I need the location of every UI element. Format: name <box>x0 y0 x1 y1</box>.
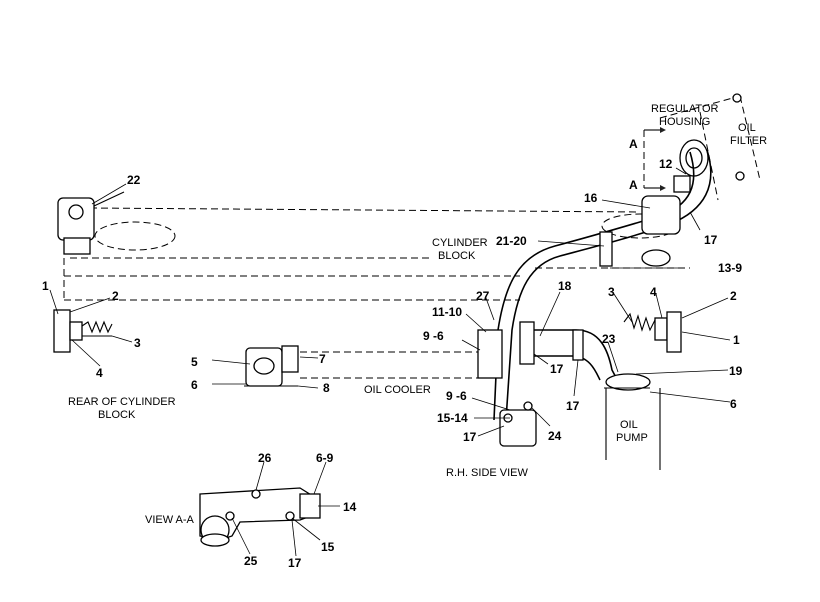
callout-22: 22 <box>127 173 141 187</box>
callout-16: 16 <box>584 191 598 205</box>
callout-6-right: 6 <box>730 397 737 411</box>
main-oil-pipe <box>493 149 712 421</box>
regulator-housing-label-1: REGULATOR <box>651 103 718 115</box>
oil-cooler-label: OIL COOLER <box>364 384 431 396</box>
callout-3: 3 <box>134 336 141 350</box>
callout-17-bottom: 17 <box>463 430 477 444</box>
component-22 <box>57 191 125 255</box>
callout-17-view: 17 <box>288 556 302 570</box>
callout-2-right: 2 <box>730 289 737 303</box>
callout-25: 25 <box>244 554 258 568</box>
callout-6: 6 <box>191 378 198 392</box>
callout-23: 23 <box>602 332 616 346</box>
right-relief-valve <box>623 311 682 353</box>
callout-2: 2 <box>112 289 119 303</box>
callout-17-low: 17 <box>566 399 580 413</box>
oil-pump: OIL PUMP <box>604 387 661 470</box>
callout-21-20: 21-20 <box>496 234 527 248</box>
callout-4: 4 <box>96 366 103 380</box>
callout-12: 12 <box>659 157 673 171</box>
callout-1-right: 1 <box>733 333 740 347</box>
oil-filter-label-2: FILTER <box>730 135 767 147</box>
rear-block-valve: REAR OF CYLINDER BLOCK <box>53 309 176 421</box>
oil-pump-label-2: PUMP <box>616 432 648 444</box>
callout-13-9: 13-9 <box>718 261 742 275</box>
view-aa-label: VIEW A-A <box>145 514 195 526</box>
callout-9-6: 9 -6 <box>423 329 444 343</box>
cylinder-block-label-2: BLOCK <box>438 250 476 262</box>
callout-6-9: 6-9 <box>316 451 334 465</box>
callout-15: 15 <box>321 540 335 554</box>
rear-block-label-2: BLOCK <box>98 409 136 421</box>
pump-branch-pipe <box>519 321 651 391</box>
callout-1: 1 <box>42 279 49 293</box>
callout-24: 24 <box>548 429 562 443</box>
callout-3-right: 3 <box>608 285 615 299</box>
bottom-fitting <box>477 329 537 447</box>
callout-18: 18 <box>558 279 572 293</box>
regulator-housing-label-2: HOUSING <box>659 116 710 128</box>
callout-19: 19 <box>729 364 743 378</box>
leader-lines <box>49 167 731 557</box>
rh-side-view-label: R.H. SIDE VIEW <box>446 467 529 479</box>
callout-26: 26 <box>258 451 272 465</box>
view-aa: VIEW A-A <box>145 487 321 547</box>
callout-27: 27 <box>476 289 490 303</box>
oil-cooler-fitting: OIL COOLER <box>244 345 431 396</box>
callout-9-6-lower: 9 -6 <box>446 389 467 403</box>
section-a-top-label: A <box>629 137 638 151</box>
callout-11-10: 11-10 <box>432 305 462 319</box>
section-marker-a: A A <box>629 127 666 192</box>
callout-15-14: 15-14 <box>437 411 468 425</box>
section-a-bottom-label: A <box>629 178 638 192</box>
cylinder-block-outline <box>63 207 690 379</box>
callout-7: 7 <box>319 352 326 366</box>
cylinder-block-label-1: CYLINDER <box>432 237 488 249</box>
callout-5: 5 <box>191 355 198 369</box>
callout-17-mid: 17 <box>550 362 564 376</box>
callout-8: 8 <box>323 381 330 395</box>
oil-pump-label-1: OIL <box>620 419 638 431</box>
callout-4-right: 4 <box>650 285 657 299</box>
oil-filter-label-1: OIL <box>738 122 756 134</box>
rear-block-label-1: REAR OF CYLINDER <box>68 396 176 408</box>
callout-numbers: 22 16 12 17 21-20 13-9 1 2 3 4 11-10 27 … <box>42 157 743 570</box>
callout-17: 17 <box>704 233 718 247</box>
callout-14: 14 <box>343 500 357 514</box>
